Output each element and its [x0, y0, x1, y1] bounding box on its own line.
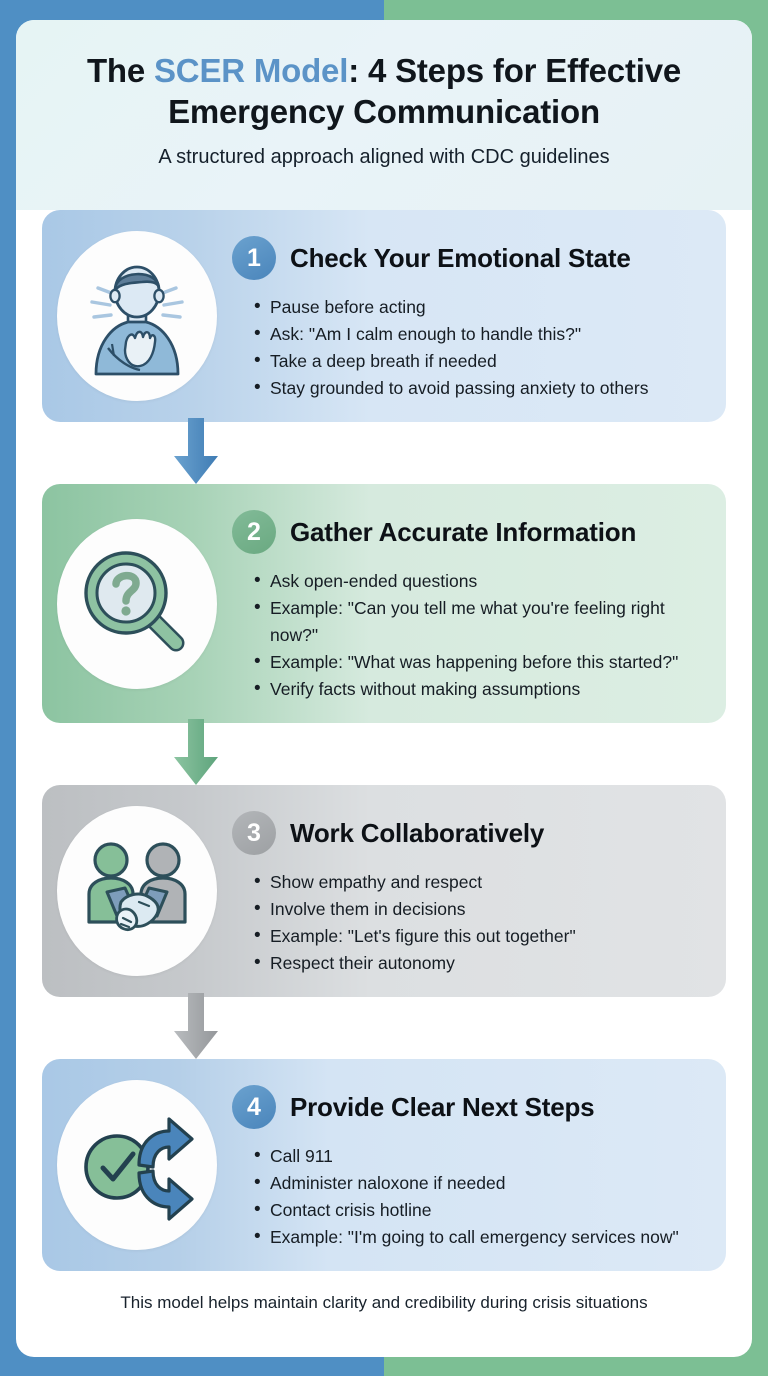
connector-2 [42, 719, 726, 785]
title-text-before: The [86, 52, 154, 89]
poster-sheet: The SCER Model: 4 Steps for Effective Em… [16, 20, 752, 1357]
step-3-icon-disc [57, 806, 217, 976]
step-1-icon-disc [57, 231, 217, 401]
person-hand-on-chest-icon [90, 265, 184, 376]
list-item: Example: "I'm going to call emergency se… [254, 1223, 704, 1251]
list-item: Verify facts without making assumptions [254, 675, 704, 703]
step-4-bullets: Call 911 Administer naloxone if needed C… [232, 1142, 704, 1251]
list-item: Ask: "Am I calm enough to handle this?" [254, 320, 704, 348]
list-item: Example: "Let's figure this out together… [254, 922, 704, 950]
list-item: Stay grounded to avoid passing anxiety t… [254, 374, 704, 402]
step-4-content: 4 Provide Clear Next Steps Call 911 Admi… [232, 1059, 726, 1271]
step-2-head-row: 2 Gather Accurate Information [232, 510, 704, 554]
steps-list: 1 Check Your Emotional State Pause befor… [16, 210, 752, 1271]
list-item: Administer naloxone if needed [254, 1169, 704, 1197]
step-2-icon-disc [57, 518, 217, 689]
step-4-icon-disc [57, 1080, 217, 1250]
connector-1 [42, 418, 726, 484]
list-item: Contact crisis hotline [254, 1196, 704, 1224]
step-2-icon-cell [42, 484, 232, 723]
step-1-title: Check Your Emotional State [290, 242, 631, 273]
checkmark-arrows-icon [84, 1117, 194, 1221]
list-item: Call 911 [254, 1142, 704, 1170]
step-3-title: Work Collaboratively [290, 817, 545, 848]
list-item: Example: "What was happening before this… [254, 648, 704, 676]
list-item: Respect their autonomy [254, 949, 704, 977]
step-4-title: Provide Clear Next Steps [290, 1091, 595, 1122]
step-card-3[interactable]: 3 Work Collaboratively Show empathy and … [42, 785, 726, 997]
step-3-icon-cell [42, 785, 232, 997]
step-3-number-badge: 3 [232, 811, 276, 855]
step-3-bullets: Show empathy and respect Involve them in… [232, 868, 704, 977]
step-2-title: Gather Accurate Information [290, 516, 637, 547]
title-text-after: : 4 Steps for Effective Emergency Commun… [168, 52, 682, 130]
list-item: Take a deep breath if needed [254, 347, 704, 375]
arrow-step3-to-step4-icon [174, 993, 218, 1059]
step-4-head-row: 4 Provide Clear Next Steps [232, 1085, 704, 1129]
step-3-content: 3 Work Collaboratively Show empathy and … [232, 785, 726, 997]
header-band: The SCER Model: 4 Steps for Effective Em… [16, 20, 752, 210]
list-item: Example: "Can you tell me what you're fe… [254, 594, 704, 649]
list-item: Pause before acting [254, 293, 704, 321]
step-2-bullets: Ask open-ended questions Example: "Can y… [232, 567, 704, 703]
step-1-bullets: Pause before acting Ask: "Am I calm enou… [232, 293, 704, 402]
arrow-step2-to-step3-icon [174, 719, 218, 785]
list-item: Ask open-ended questions [254, 567, 704, 595]
step-2-number-badge: 2 [232, 510, 276, 554]
title-accent-scer-model: SCER Model [154, 52, 349, 89]
step-card-4[interactable]: 4 Provide Clear Next Steps Call 911 Admi… [42, 1059, 726, 1271]
list-item: Show empathy and respect [254, 868, 704, 896]
footer-note: This model helps maintain clarity and cr… [120, 1293, 648, 1312]
step-card-2[interactable]: 2 Gather Accurate Information Ask open-e… [42, 484, 726, 723]
step-3-head-row: 3 Work Collaboratively [232, 811, 704, 855]
page-subtitle: A structured approach aligned with CDC g… [158, 146, 610, 168]
connector-3 [42, 993, 726, 1059]
step-1-head-row: 1 Check Your Emotional State [232, 236, 704, 280]
step-1-content: 1 Check Your Emotional State Pause befor… [232, 210, 726, 422]
magnifying-glass-question-icon [84, 550, 185, 651]
list-item: Involve them in decisions [254, 895, 704, 923]
step-4-icon-cell [42, 1059, 232, 1271]
step-1-icon-cell [42, 210, 232, 422]
step-card-1[interactable]: 1 Check Your Emotional State Pause befor… [42, 210, 726, 422]
step-2-content: 2 Gather Accurate Information Ask open-e… [232, 484, 726, 723]
step-4-number-badge: 4 [232, 1085, 276, 1129]
arrow-step1-to-step2-icon [174, 418, 218, 484]
page-title: The SCER Model: 4 Steps for Effective Em… [50, 50, 718, 132]
step-1-number-badge: 1 [232, 236, 276, 280]
handshake-icon [87, 842, 187, 931]
